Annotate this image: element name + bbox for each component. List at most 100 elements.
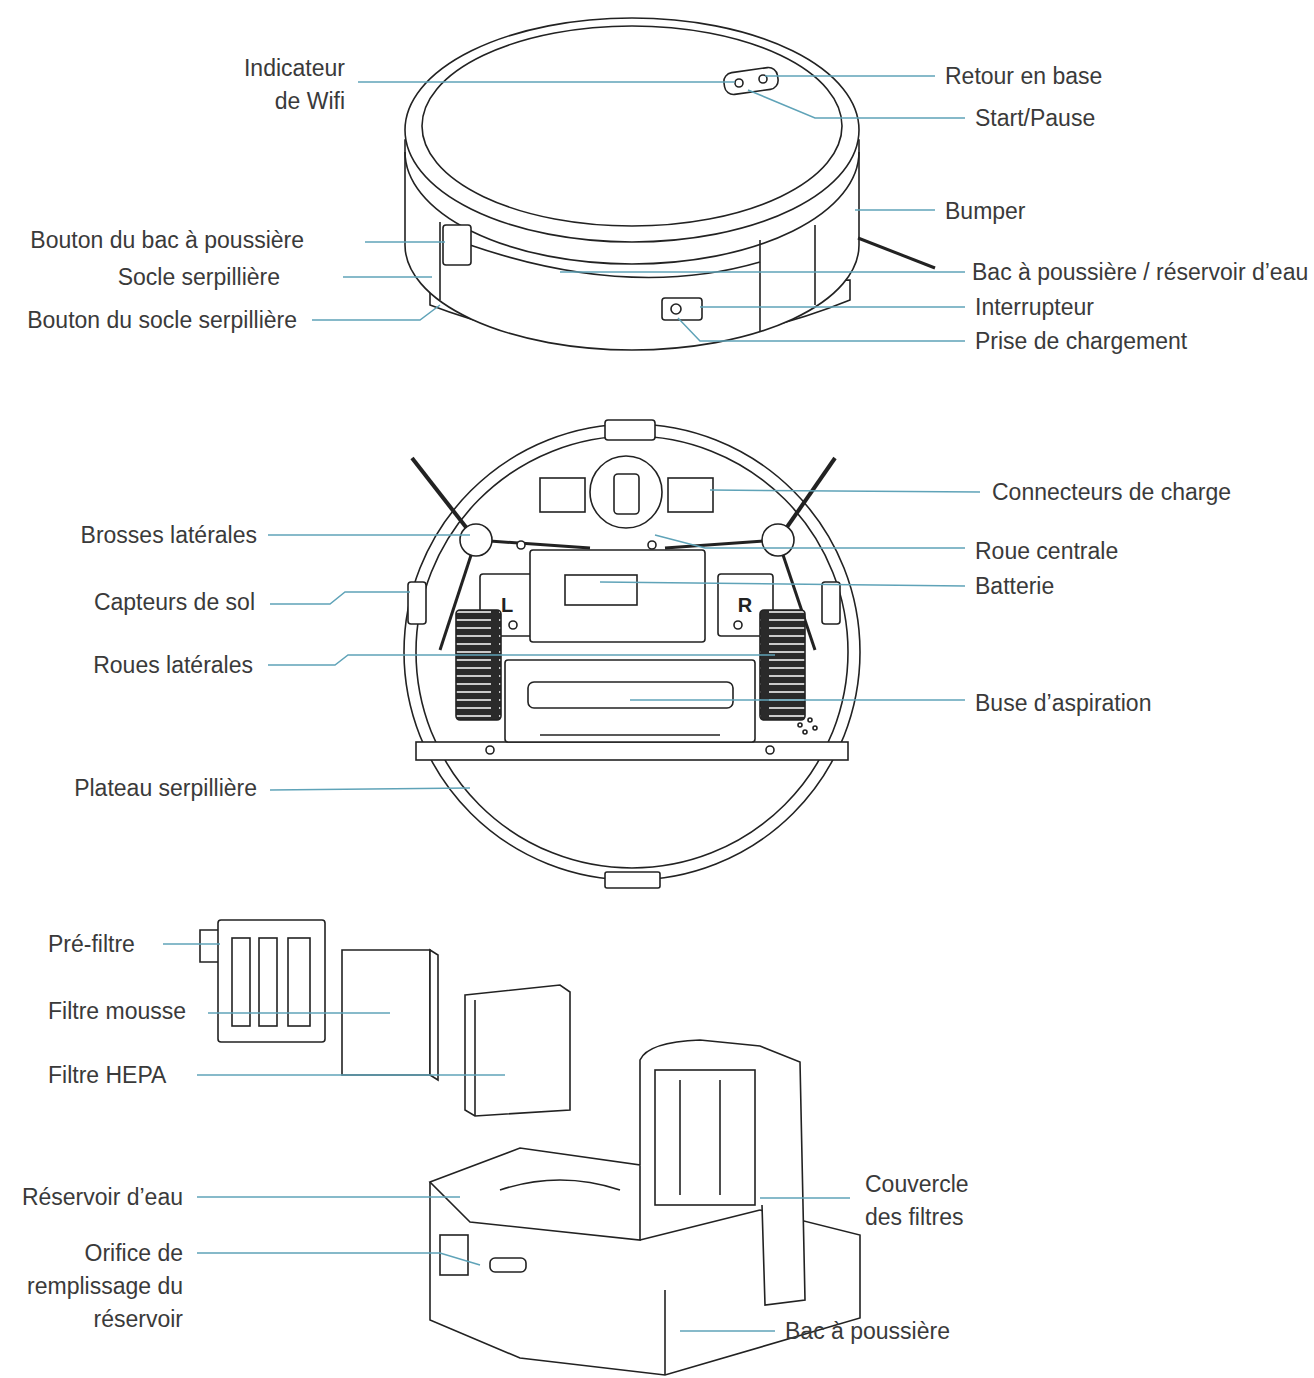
part-label: Socle serpillière: [118, 261, 280, 294]
charge-contact: [668, 478, 713, 512]
part-label: Bouton du socle serpillière: [27, 304, 297, 337]
bin-button: [443, 225, 471, 265]
leader-line: [270, 788, 470, 790]
brush-hub: [460, 524, 492, 556]
hepa-edge: [474, 1000, 476, 1116]
power-switch: [662, 298, 702, 320]
part-label: Roue centrale: [975, 535, 1118, 568]
leader-line: [343, 276, 432, 278]
part-label: Capteurs de sol: [94, 586, 255, 619]
charge-port: [671, 304, 681, 314]
leader-line: [630, 699, 965, 701]
side-wheel: [456, 610, 501, 720]
button-dot: [735, 79, 743, 87]
leader-line: [700, 306, 965, 308]
part-label: Start/Pause: [975, 102, 1095, 135]
leader-line: [765, 75, 935, 77]
leader-line: [760, 1197, 850, 1199]
part-label: Filtre HEPA: [48, 1059, 166, 1092]
hepa-filter: [465, 985, 570, 1116]
part-label: Brosses latérales: [81, 519, 257, 552]
leader-line: [600, 582, 965, 586]
screw: [486, 746, 494, 754]
part-label: Connecteurs de charge: [992, 476, 1231, 509]
robot-top-disc: [405, 18, 859, 242]
screw: [509, 621, 517, 629]
leader-line: [855, 209, 935, 211]
part-label: Buse d’aspiration: [975, 687, 1151, 720]
speaker-hole: [803, 730, 807, 734]
charge-contact: [540, 478, 585, 512]
part-label: Réservoir d’eau: [22, 1181, 183, 1214]
part-label: Prise de chargement: [975, 325, 1187, 358]
robot-top-inner: [422, 26, 842, 226]
speaker-hole: [813, 726, 817, 730]
part-label: Indicateur de Wifi: [225, 52, 345, 118]
cliff-sensor: [408, 582, 426, 624]
part-label: Bumper: [945, 195, 1026, 228]
mop-plate-edge: [416, 742, 848, 760]
panel-line: [439, 222, 441, 300]
center-wheel-hub: [614, 474, 639, 514]
part-label: Roues latérales: [93, 649, 253, 682]
battery-label: [565, 575, 637, 605]
cliff-sensor: [822, 582, 840, 624]
leader-line: [197, 1253, 480, 1265]
side-letter: L: [501, 589, 513, 622]
leader-line: [163, 943, 220, 945]
center-wheel: [590, 456, 662, 528]
leader-line: [208, 1012, 390, 1014]
brush-hub: [762, 524, 794, 556]
leader-line: [655, 535, 965, 548]
mop-plate-tab: [605, 872, 660, 888]
side-brush: [858, 238, 935, 268]
part-label: Orifice de remplissage du réservoir: [3, 1237, 183, 1336]
leader-line: [312, 305, 440, 320]
speaker-hole: [808, 718, 812, 722]
foam-filter-edge: [430, 950, 438, 1080]
filter-lid-window: [655, 1070, 755, 1205]
underside-rim: [416, 436, 848, 868]
screw: [517, 541, 525, 549]
leader-line: [268, 655, 775, 665]
brush-bristle: [476, 540, 590, 548]
brush-bristle: [665, 540, 778, 548]
leader-line: [197, 1074, 505, 1076]
leader-line: [560, 271, 965, 273]
panel-line: [759, 240, 761, 332]
part-label: Bac à poussière: [785, 1315, 950, 1348]
part-label: Interrupteur: [975, 291, 1094, 324]
prefilter-handle: [200, 930, 218, 962]
filter-lid: [640, 1040, 805, 1305]
lid-rib: [719, 1080, 721, 1195]
bin-exploded-view: [200, 920, 860, 1375]
part-label: Bac à poussière / réservoir d’eau: [972, 256, 1308, 289]
leader-line: [268, 534, 470, 536]
battery-cover: [530, 550, 705, 642]
speaker-hole: [798, 723, 802, 727]
robot-top-view: [405, 18, 935, 350]
robot-underside: [404, 424, 860, 880]
screw: [648, 541, 656, 549]
part-label: Retour en base: [945, 60, 1102, 93]
leader-line: [710, 490, 980, 492]
screw: [766, 746, 774, 754]
part-label: Pré-filtre: [48, 928, 135, 961]
leader-line: [748, 90, 965, 118]
lid-rib: [679, 1080, 681, 1195]
water-tank-top: [430, 1148, 640, 1240]
part-label: Plateau serpillière: [74, 772, 257, 805]
side-wheel: [760, 610, 805, 720]
part-label: Batterie: [975, 570, 1054, 603]
fill-port: [490, 1258, 526, 1272]
leader-line: [680, 1330, 775, 1332]
nozzle-edge: [540, 734, 720, 736]
leader-line: [365, 241, 445, 243]
bin-edge: [664, 1290, 666, 1375]
panel-line: [814, 225, 816, 305]
leader-line: [678, 318, 965, 341]
leader-lines: [163, 76, 980, 1331]
